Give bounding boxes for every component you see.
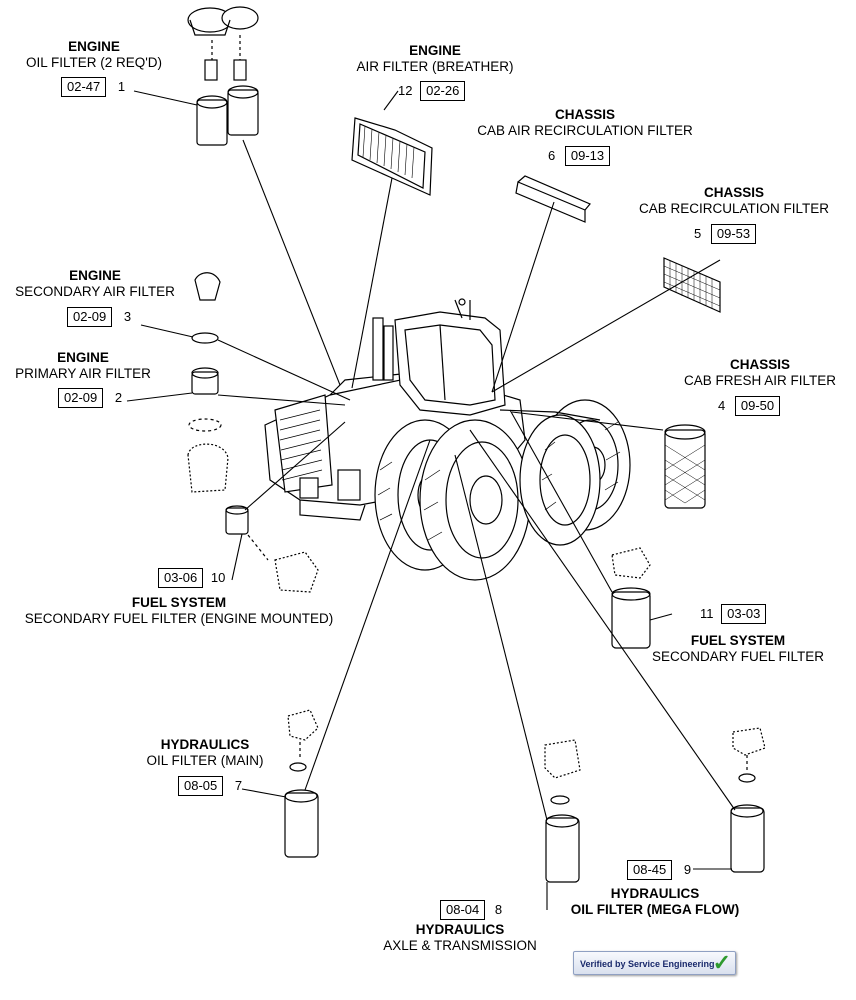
ref-box: 02-26 bbox=[420, 81, 466, 101]
tractor-illustration bbox=[264, 298, 631, 581]
ref-fuel-secondary: 11 03-03 bbox=[700, 604, 767, 624]
ref-cab-recirculation: 5 09-53 bbox=[694, 224, 757, 244]
system-name: CHASSIS bbox=[554, 107, 615, 122]
ref-engine-oil-filter: 02-47 1 bbox=[61, 77, 125, 97]
ref-box: 02-09 bbox=[58, 388, 104, 408]
item-number: 5 bbox=[694, 226, 702, 241]
item-number: 11 bbox=[700, 606, 714, 621]
filter-name: AIR FILTER (BREATHER) bbox=[356, 59, 514, 74]
ref-box: 09-13 bbox=[564, 146, 611, 166]
ref-box: 08-45 bbox=[627, 860, 673, 880]
hydraulic-axle-transmission-filter bbox=[544, 739, 581, 883]
engine-oil-filter-parts bbox=[187, 6, 259, 146]
secondary-fuel-filter bbox=[611, 547, 651, 649]
ref-hydraulics-axle: 08-04 8 bbox=[440, 900, 502, 920]
engine-air-filter-parts bbox=[187, 272, 229, 493]
air-breather-filter bbox=[351, 117, 433, 196]
verified-badge: Verified by Service Engineering ✓ bbox=[573, 950, 736, 975]
filter-name: PRIMARY AIR FILTER bbox=[15, 366, 151, 381]
system-name: ENGINE bbox=[68, 39, 120, 54]
label-air-breather: ENGINE AIR FILTER (BREATHER) bbox=[340, 43, 530, 75]
filter-name: OIL FILTER (MEGA FLOW) bbox=[570, 902, 740, 917]
filter-name: AXLE & TRANSMISSION bbox=[383, 938, 537, 953]
label-primary-air: ENGINE PRIMARY AIR FILTER bbox=[2, 350, 164, 382]
ref-box: 03-03 bbox=[721, 604, 767, 624]
ref-air-breather: 12 02-26 bbox=[398, 81, 466, 101]
item-number: 1 bbox=[117, 79, 126, 94]
cab-fresh-air-filter bbox=[664, 424, 706, 509]
filter-name: SECONDARY AIR FILTER bbox=[15, 284, 175, 299]
fuel-filter-engine-mounted bbox=[225, 505, 319, 593]
ref-box: 02-09 bbox=[67, 307, 113, 327]
ref-box: 08-04 bbox=[440, 900, 486, 920]
ref-cab-fresh-air: 4 09-50 bbox=[718, 396, 781, 416]
label-fuel-secondary: FUEL SYSTEM SECONDARY FUEL FILTER bbox=[640, 633, 836, 665]
item-number: 6 bbox=[548, 148, 556, 163]
mid-wheel bbox=[419, 419, 531, 581]
label-hydraulics-mega: HYDRAULICS OIL FILTER (MEGA FLOW) bbox=[555, 886, 755, 918]
leader-lines bbox=[126, 90, 736, 910]
label-secondary-air: ENGINE SECONDARY AIR FILTER bbox=[2, 268, 188, 300]
label-hydraulics-axle: HYDRAULICS AXLE & TRANSMISSION bbox=[370, 922, 550, 954]
ref-box: 09-53 bbox=[710, 224, 757, 244]
filter-name: CAB AIR RECIRCULATION FILTER bbox=[477, 123, 693, 138]
label-cab-air-recirculation: CHASSIS CAB AIR RECIRCULATION FILTER bbox=[460, 107, 710, 139]
item-number: 10 bbox=[210, 570, 226, 585]
ref-box: 09-50 bbox=[734, 396, 781, 416]
ref-hydraulics-main: 08-05 7 bbox=[178, 776, 242, 796]
ref-cab-air-recirculation: 6 09-13 bbox=[548, 146, 611, 166]
item-number: 3 bbox=[123, 309, 132, 324]
system-name: ENGINE bbox=[69, 268, 121, 283]
system-name: HYDRAULICS bbox=[160, 737, 250, 752]
filter-name: OIL FILTER (2 REQ'D) bbox=[25, 55, 163, 70]
label-hydraulics-main: HYDRAULICS OIL FILTER (MAIN) bbox=[135, 737, 275, 769]
system-name: CHASSIS bbox=[703, 185, 764, 200]
ref-secondary-air: 02-09 3 bbox=[67, 307, 131, 327]
label-engine-oil-filter: ENGINE OIL FILTER (2 REQ'D) bbox=[8, 39, 180, 71]
system-name: ENGINE bbox=[409, 43, 461, 58]
system-name: ENGINE bbox=[57, 350, 109, 365]
ref-hydraulics-mega: 08-45 9 bbox=[627, 860, 691, 880]
label-cab-fresh-air: CHASSIS CAB FRESH AIR FILTER bbox=[670, 357, 850, 389]
system-name: HYDRAULICS bbox=[415, 922, 505, 937]
item-number: 9 bbox=[683, 862, 692, 877]
label-fuel-engine-mounted: FUEL SYSTEM SECONDARY FUEL FILTER (ENGIN… bbox=[4, 595, 354, 627]
ref-box: 02-47 bbox=[61, 77, 107, 97]
label-cab-recirculation: CHASSIS CAB RECIRCULATION FILTER bbox=[622, 185, 846, 217]
filter-name: SECONDARY FUEL FILTER (ENGINE MOUNTED) bbox=[24, 611, 334, 626]
hydraulic-oil-filter-main bbox=[284, 709, 319, 858]
ref-box: 08-05 bbox=[178, 776, 224, 796]
item-number: 12 bbox=[398, 83, 413, 98]
system-name: FUEL SYSTEM bbox=[690, 633, 786, 648]
ref-primary-air: 02-09 2 bbox=[58, 388, 122, 408]
cab-recirculation-filter bbox=[663, 257, 721, 313]
system-name: FUEL SYSTEM bbox=[131, 595, 227, 610]
cab-air-recirculation-filter bbox=[515, 175, 591, 223]
filter-name: OIL FILTER (MAIN) bbox=[146, 753, 264, 768]
ref-fuel-engine-mounted: 03-06 10 bbox=[158, 568, 225, 588]
filter-name: CAB FRESH AIR FILTER bbox=[683, 373, 837, 388]
item-number: 4 bbox=[718, 398, 726, 413]
item-number: 2 bbox=[114, 390, 123, 405]
item-number: 7 bbox=[234, 778, 243, 793]
far-wheel bbox=[519, 414, 601, 546]
filter-name: SECONDARY FUEL FILTER bbox=[651, 649, 825, 664]
checkmark-icon: ✓ bbox=[712, 950, 731, 975]
filter-name: CAB RECIRCULATION FILTER bbox=[638, 201, 830, 216]
ref-box: 03-06 bbox=[158, 568, 204, 588]
item-number: 8 bbox=[494, 902, 503, 917]
verified-badge-text: Verified by Service Engineering bbox=[580, 959, 715, 969]
system-name: HYDRAULICS bbox=[610, 886, 700, 901]
system-name: CHASSIS bbox=[729, 357, 790, 372]
hydraulic-mega-flow-filter bbox=[730, 727, 766, 873]
